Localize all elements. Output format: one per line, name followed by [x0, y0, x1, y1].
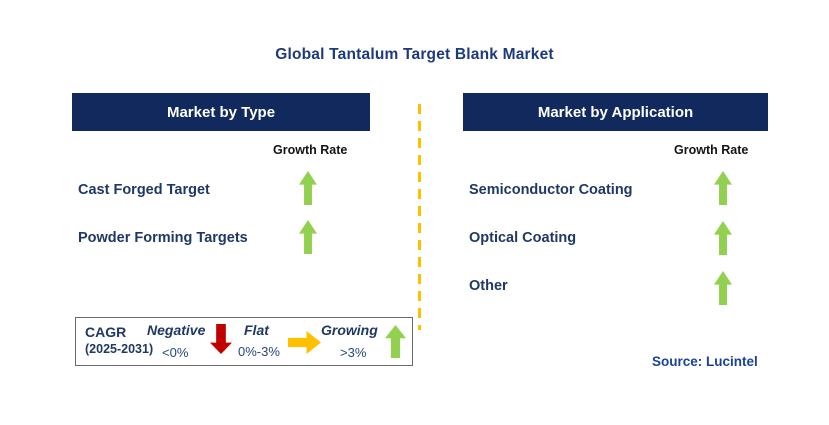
cagr-legend-box: CAGR (2025-2031) Negative <0% Flat 0%-3%…	[75, 317, 413, 366]
application-panel-header: Market by Application	[463, 93, 768, 131]
source-label: Source: Lucintel	[652, 354, 758, 369]
type-panel-header: Market by Type	[72, 93, 370, 131]
legend-growing-label: Growing	[321, 322, 378, 338]
down-arrow-icon	[210, 324, 232, 354]
up-arrow-icon	[299, 220, 317, 254]
application-growth-rate-label: Growth Rate	[674, 143, 749, 157]
chart-title: Global Tantalum Target Blank Market	[275, 46, 554, 63]
legend-flat-label: Flat	[244, 322, 269, 338]
type-growth-rate-label: Growth Rate	[273, 143, 348, 157]
up-arrow-icon	[714, 221, 732, 255]
application-item-label: Other	[469, 278, 508, 294]
legend-flat-range: 0%-3%	[238, 344, 280, 359]
up-arrow-icon	[714, 271, 732, 305]
legend-negative-label: Negative	[147, 322, 206, 338]
legend-growing-range: >3%	[340, 345, 367, 360]
legend-negative-range: <0%	[162, 345, 189, 360]
up-arrow-icon	[385, 325, 406, 358]
type-item-label: Powder Forming Targets	[78, 230, 248, 246]
type-item-label: Cast Forged Target	[78, 182, 210, 198]
cagr-period-label: (2025-2031)	[85, 342, 154, 356]
up-arrow-icon	[299, 171, 317, 205]
application-item-label: Optical Coating	[469, 230, 577, 246]
up-arrow-icon	[714, 171, 732, 205]
cagr-label: CAGR	[85, 324, 127, 340]
application-item-label: Semiconductor Coating	[469, 182, 633, 198]
dashed-divider-line	[418, 104, 421, 330]
right-arrow-icon	[288, 331, 321, 354]
